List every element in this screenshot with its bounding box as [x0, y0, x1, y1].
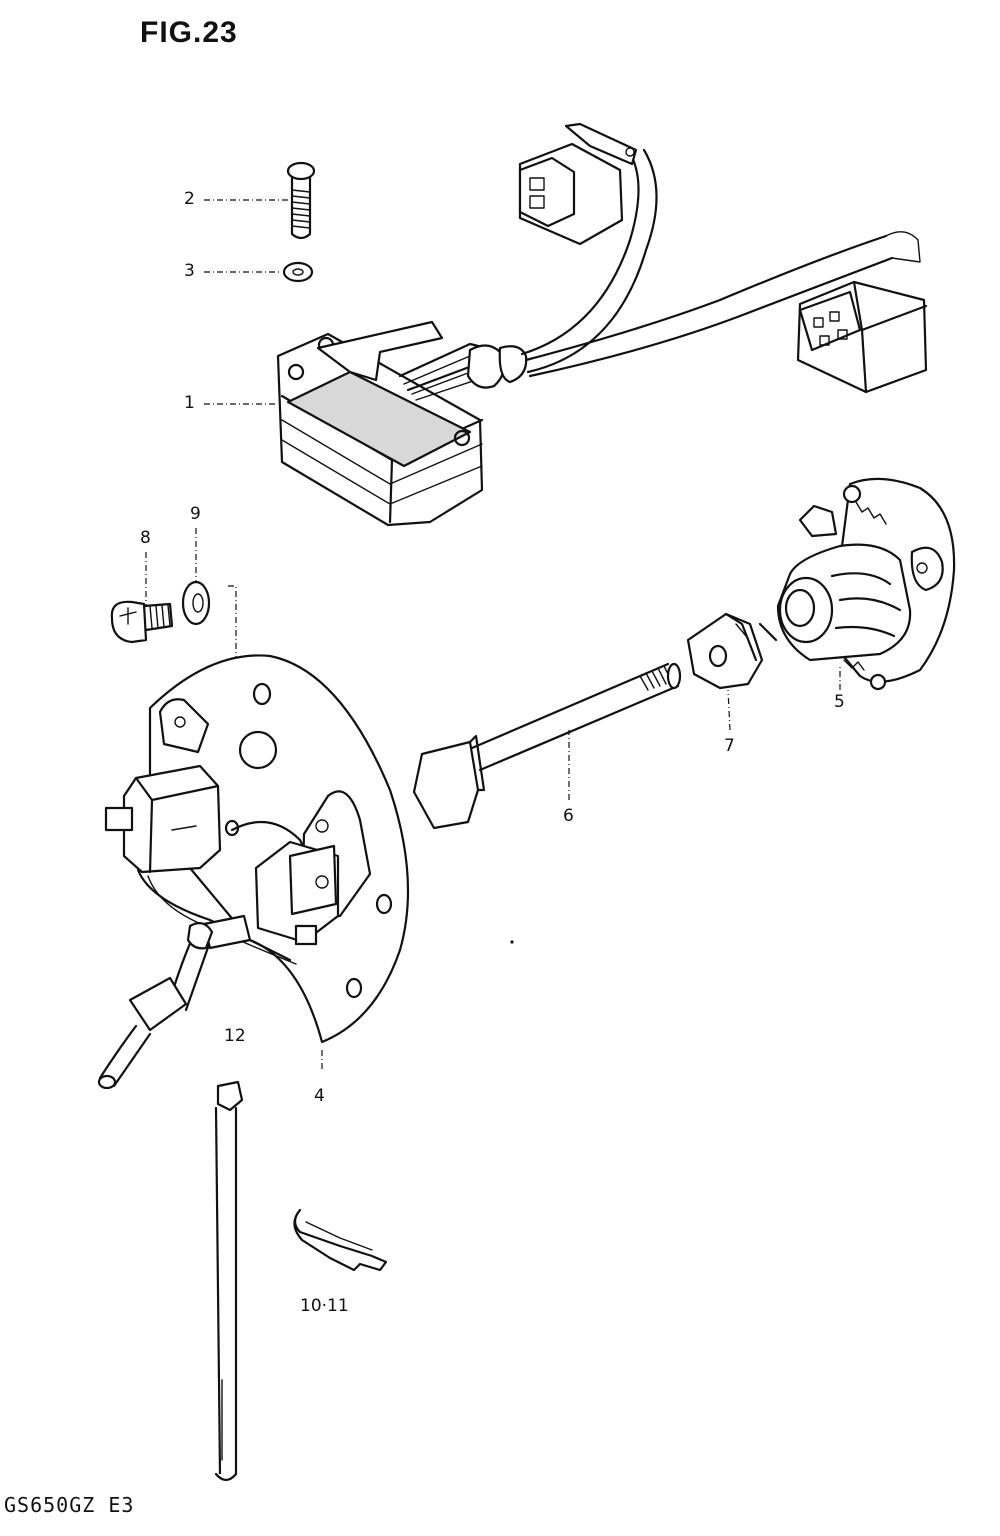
callout-1: 1: [184, 393, 195, 413]
cable-tie-part-12: [214, 1080, 244, 1482]
screw-part-8: [110, 600, 174, 644]
callout-12: 12: [224, 1026, 246, 1046]
figure-title: FIG.23: [140, 16, 238, 49]
screw-part-2: [286, 161, 316, 240]
callout-8: 8: [140, 528, 151, 548]
callout-6: 6: [563, 806, 574, 826]
callout-7: 7: [724, 736, 735, 756]
callout-2: 2: [184, 189, 195, 209]
callout-3: 3: [184, 261, 195, 281]
cam-part-7: [686, 612, 764, 690]
callout-9: 9: [190, 504, 201, 524]
model-code: GS650GZ E3: [4, 1493, 135, 1517]
callout-10-11: 10·11: [300, 1296, 349, 1316]
clamp-part-10-11: [293, 1208, 388, 1272]
governor-part-5: [758, 477, 956, 691]
pickup-plate-part-4: [97, 654, 410, 1090]
leader-7: [727, 689, 731, 731]
washer-part-3: [282, 261, 314, 283]
shaft-part-6: [412, 662, 682, 830]
igniter-unit-part-1: [276, 122, 928, 527]
callout-5: 5: [834, 692, 845, 712]
washer-part-9: [181, 580, 211, 626]
callout-4: 4: [314, 1086, 325, 1106]
